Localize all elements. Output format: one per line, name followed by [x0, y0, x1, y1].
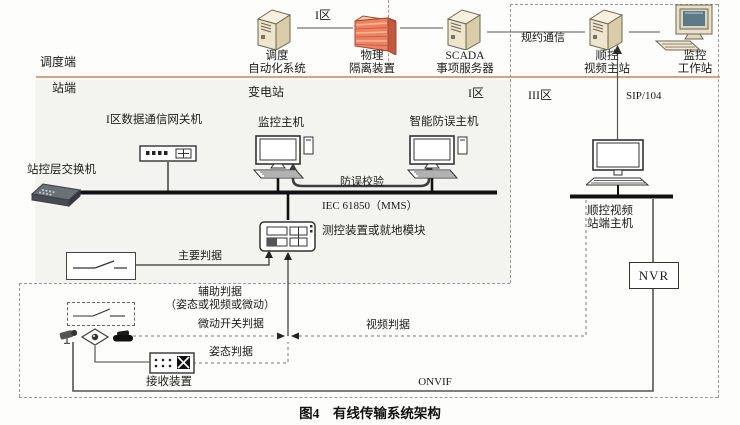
label-line: 工作站: [677, 63, 713, 75]
label-line: 自动化系统: [248, 63, 306, 75]
label-line: 顺控: [595, 50, 619, 62]
zone3-box-top: [510, 4, 718, 5]
video-criterion-line: [299, 200, 587, 337]
workstation-icon: [654, 4, 713, 51]
attitude-sensor-icon: [81, 328, 109, 346]
label-line: 物理: [360, 50, 384, 62]
measure-control-label: 测控装置或就地模块: [322, 225, 426, 237]
zone1-top-label: I区: [315, 8, 331, 22]
nvr-box: NVR: [629, 262, 679, 289]
main-criterion-line: [134, 257, 270, 266]
aux-criterion-arrow-icon: [284, 252, 292, 260]
sip104-label: SIP/104: [626, 90, 662, 102]
field-box-bottom: [19, 397, 718, 398]
junction-arrow-left-icon: [291, 332, 299, 340]
switch-symbol-icon: [73, 308, 125, 317]
gateway-device-icon: [139, 145, 197, 162]
label-line: 顺控视频: [587, 205, 633, 217]
main-criterion-switch-box: [66, 252, 136, 280]
onvif-line: [72, 199, 654, 392]
protocol-comm-label: 规约通信: [521, 32, 565, 44]
measure-control-device-icon: [259, 221, 316, 252]
video-criterion-label: 视频判据: [366, 319, 410, 331]
zone3-label: III区: [528, 88, 552, 102]
label-line: 视频主站: [584, 63, 630, 75]
iec61850-label: IEC 61850（MMS）: [322, 200, 418, 212]
seq-video-master-label: 顺控 视频主站: [567, 50, 647, 76]
monitor-host-icon: [252, 135, 314, 179]
field-box-left: [19, 283, 20, 397]
label-line: 辅助判据: [198, 286, 242, 298]
anti-error-check-label: 防误校验: [340, 176, 384, 188]
video-station-host-label: 顺控视频 站端主机: [576, 205, 644, 231]
station-switch-label: 站控层交换机: [27, 164, 96, 176]
gateway-label: I区数据通信网关机: [106, 114, 202, 126]
zone3-box-right: [718, 4, 719, 398]
main-criterion-label: 主要判据: [178, 250, 222, 262]
firewall-icon: [354, 15, 397, 55]
station-side-label: 站端: [52, 81, 77, 95]
figure-caption: 图4 有线传输系统架构: [299, 406, 441, 421]
sensor-receiver-line: [94, 346, 149, 363]
label-line: 隔离装置: [349, 63, 395, 75]
video-station-host-icon: [586, 139, 650, 197]
label-line: （姿态或视频或微动）: [165, 299, 275, 311]
micro-switch-device-icon: [113, 330, 133, 342]
dispatch-side-label: 调度端: [40, 55, 77, 69]
junction-arrow-right-icon: [277, 332, 285, 340]
zone1-station-label: I区: [468, 86, 484, 100]
micro-switch-criterion-label: 微动开关判据: [198, 318, 264, 330]
label-line: 监控: [683, 50, 707, 62]
attitude-criterion-label: 姿态判据: [209, 346, 253, 358]
nvr-label: NVR: [638, 267, 670, 283]
label-line: 事项服务器: [436, 63, 494, 75]
camera-icon: [59, 329, 78, 344]
server-icon: [588, 9, 624, 50]
server-icon: [446, 9, 482, 50]
receiver-device-icon: [149, 352, 195, 374]
receiver-label: 接收装置: [146, 376, 192, 388]
main-criterion-arrow-icon: [265, 250, 273, 258]
attitude-criterion-line: [193, 342, 289, 364]
server-icon: [256, 9, 292, 50]
label-line: 站端主机: [587, 218, 633, 230]
anti-error-host-icon: [406, 135, 468, 179]
anti-error-host-label: 智能防误主机: [409, 116, 479, 128]
switch-symbol-icon: [73, 260, 127, 269]
micro-switch-box: [67, 302, 135, 326]
network-switch-icon: [30, 183, 82, 208]
scada-server-label: SCADA 事项服务器: [425, 50, 505, 76]
monitor-workstation-label: 监控 工作站: [657, 50, 733, 76]
dispatch-automation-label: 调度 自动化系统: [237, 50, 317, 76]
monitor-host-label: 监控主机: [258, 117, 304, 129]
zone3-box-left: [510, 4, 511, 283]
onvif-label: ONVIF: [418, 376, 452, 388]
field-box-top: [19, 283, 510, 284]
label-line: SCADA: [445, 50, 485, 62]
anti-error-check-curve: [291, 172, 431, 188]
label-line: 调度: [265, 50, 289, 62]
aux-criterion-label: 辅助判据 （姿态或视频或微动）: [152, 286, 288, 312]
substation-label: 变电站: [248, 85, 285, 99]
sip104-arrow-up-icon: [613, 45, 622, 54]
dispatch-station-divider-line: [36, 76, 720, 78]
physical-isolation-label: 物理 隔离装置: [332, 50, 412, 76]
